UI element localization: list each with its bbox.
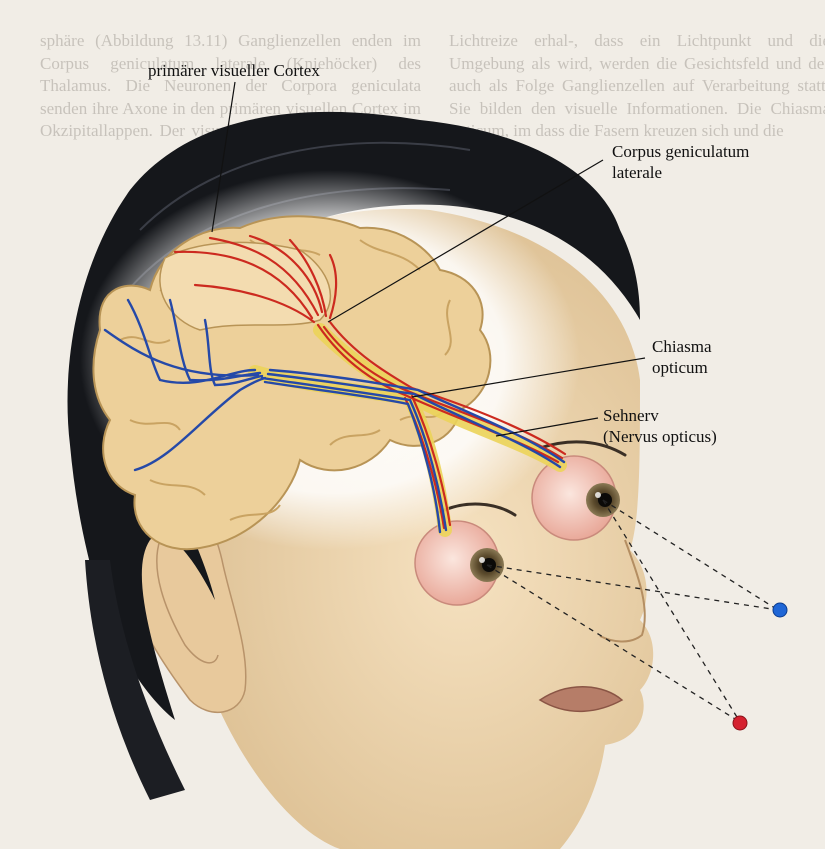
label-chiasma-line1: Chiasma xyxy=(652,336,712,357)
label-chiasma-line2: opticum xyxy=(652,357,712,378)
label-corpus-geniculatum-laterale: Corpus geniculatum laterale xyxy=(612,141,749,183)
label-sehnerv-line1: Sehnerv xyxy=(603,405,717,426)
label-cgl-line2: laterale xyxy=(612,162,749,183)
label-cortex-text: primärer visueller Cortex xyxy=(148,60,320,81)
label-sehnerv-line2: (Nervus opticus) xyxy=(603,426,717,447)
label-cgl-line1: Corpus geniculatum xyxy=(612,141,749,162)
label-sehnerv: Sehnerv (Nervus opticus) xyxy=(603,405,717,447)
label-primary-visual-cortex: primärer visueller Cortex xyxy=(148,60,320,81)
red-light-source-dot xyxy=(733,716,747,730)
label-chiasma-opticum: Chiasma opticum xyxy=(652,336,712,378)
blue-light-source-dot xyxy=(773,603,787,617)
